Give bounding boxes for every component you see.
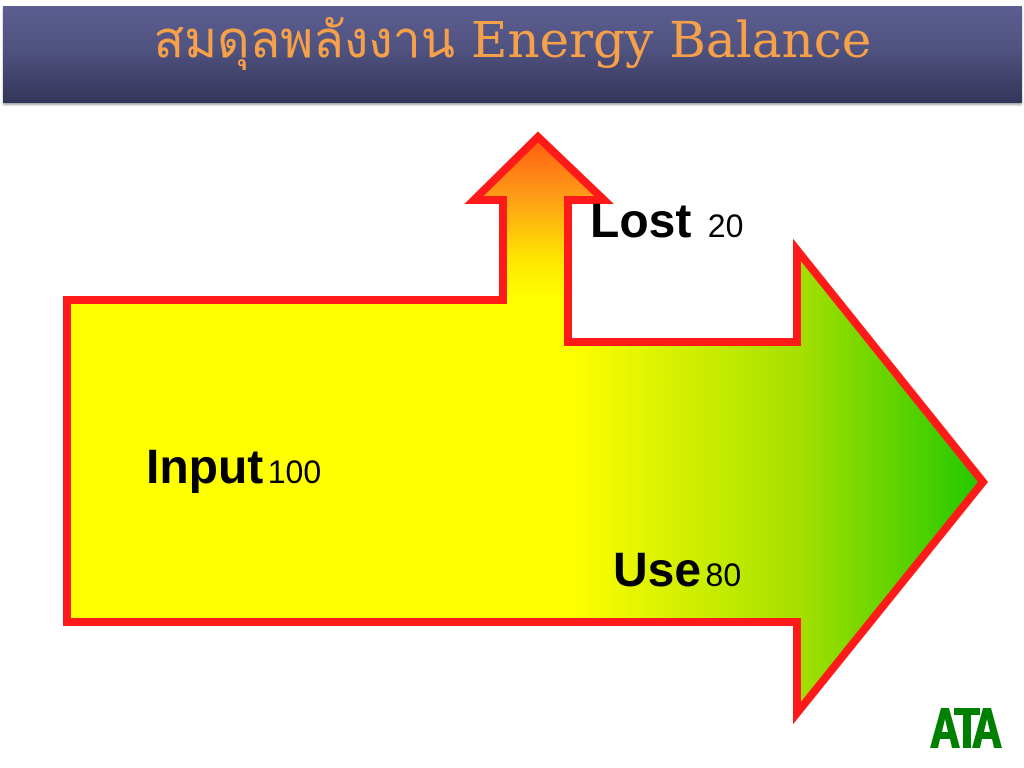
input-label: Input 100 [146,440,321,495]
use-label: Use 80 [613,543,741,598]
flow-outline [63,131,989,725]
lost-arrow [474,137,604,300]
slide-title: สมดุลพลังงาน Energy Balance [153,11,872,69]
use-label-text: Use [613,544,702,597]
lost-label: Lost 20 [590,194,743,249]
input-label-text: Input [146,441,264,494]
ata-logo [930,708,1002,748]
lost-label-text: Lost [590,195,692,248]
use-arrow [570,250,983,713]
use-value: 80 [705,557,742,593]
title-bar: สมดุลพลังงาน Energy Balance [3,6,1022,103]
input-value: 100 [267,454,322,490]
lost-value: 20 [707,208,744,244]
input-block [67,300,570,622]
